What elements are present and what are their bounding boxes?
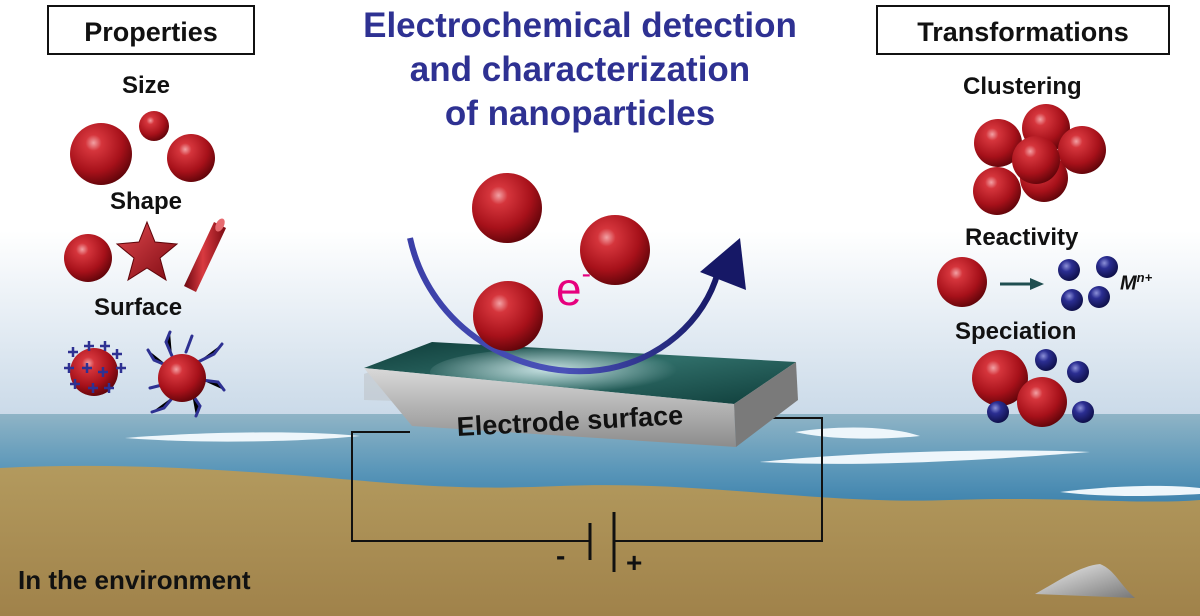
star-shape (115, 220, 179, 282)
reaction-arrowhead (1030, 278, 1044, 290)
sphere-shape (64, 234, 112, 282)
properties-header: Properties (47, 5, 255, 55)
ion-base: M (1120, 272, 1137, 295)
speciation-mixture (972, 349, 1094, 427)
electron-label: e- (556, 258, 591, 316)
electron-transfer-arrowhead (700, 238, 746, 290)
water-streak (125, 432, 360, 442)
nanoparticle-cluster (973, 104, 1106, 215)
ligand-coated-particle (158, 354, 206, 402)
nanoparticle (580, 215, 650, 285)
electrode-side (364, 368, 736, 447)
title-line: and characterization (409, 50, 751, 89)
clustering-label: Clustering (963, 73, 1082, 100)
nanoparticle-medium (167, 134, 215, 182)
surface-label: Surface (94, 294, 183, 321)
electrode-end (734, 362, 798, 447)
electron-charge: - (581, 257, 591, 289)
circuit-wire-left (351, 431, 590, 542)
water-streak (1060, 485, 1200, 496)
environment-label: In the environment (18, 565, 251, 595)
rock (1035, 564, 1135, 598)
reactivity-label: Reactivity (965, 224, 1079, 251)
minus-terminal: - (556, 540, 566, 571)
title-line: of nanoparticles (444, 94, 716, 133)
nanoparticle (937, 257, 987, 307)
nanoparticle-small (139, 111, 169, 141)
surface-charges (64, 341, 126, 393)
water-streak (795, 427, 920, 439)
metal-ion-label: Mn+ (1120, 270, 1152, 296)
nanoparticle (472, 173, 542, 243)
charged-surface-particle (70, 348, 118, 396)
electron-symbol: e (556, 263, 582, 315)
electron-transfer-arc (407, 237, 721, 375)
transformations-header: Transformations (876, 5, 1170, 55)
plus-terminal: + (626, 547, 643, 578)
shape-label: Shape (110, 188, 183, 215)
sediment-layer (0, 465, 1200, 616)
page-title: Electrochemical detection and characteri… (300, 4, 860, 136)
nanoparticle (473, 281, 543, 351)
ion-charge: n+ (1136, 270, 1153, 285)
rod-shape (184, 218, 226, 292)
size-label: Size (122, 72, 171, 99)
title-line: Electrochemical detection (363, 6, 797, 45)
water-streak (760, 450, 1090, 464)
nanoparticle-large (70, 123, 132, 185)
speciation-label: Speciation (955, 318, 1077, 345)
circuit-wire-right (614, 417, 823, 542)
metal-ions (1058, 256, 1118, 311)
